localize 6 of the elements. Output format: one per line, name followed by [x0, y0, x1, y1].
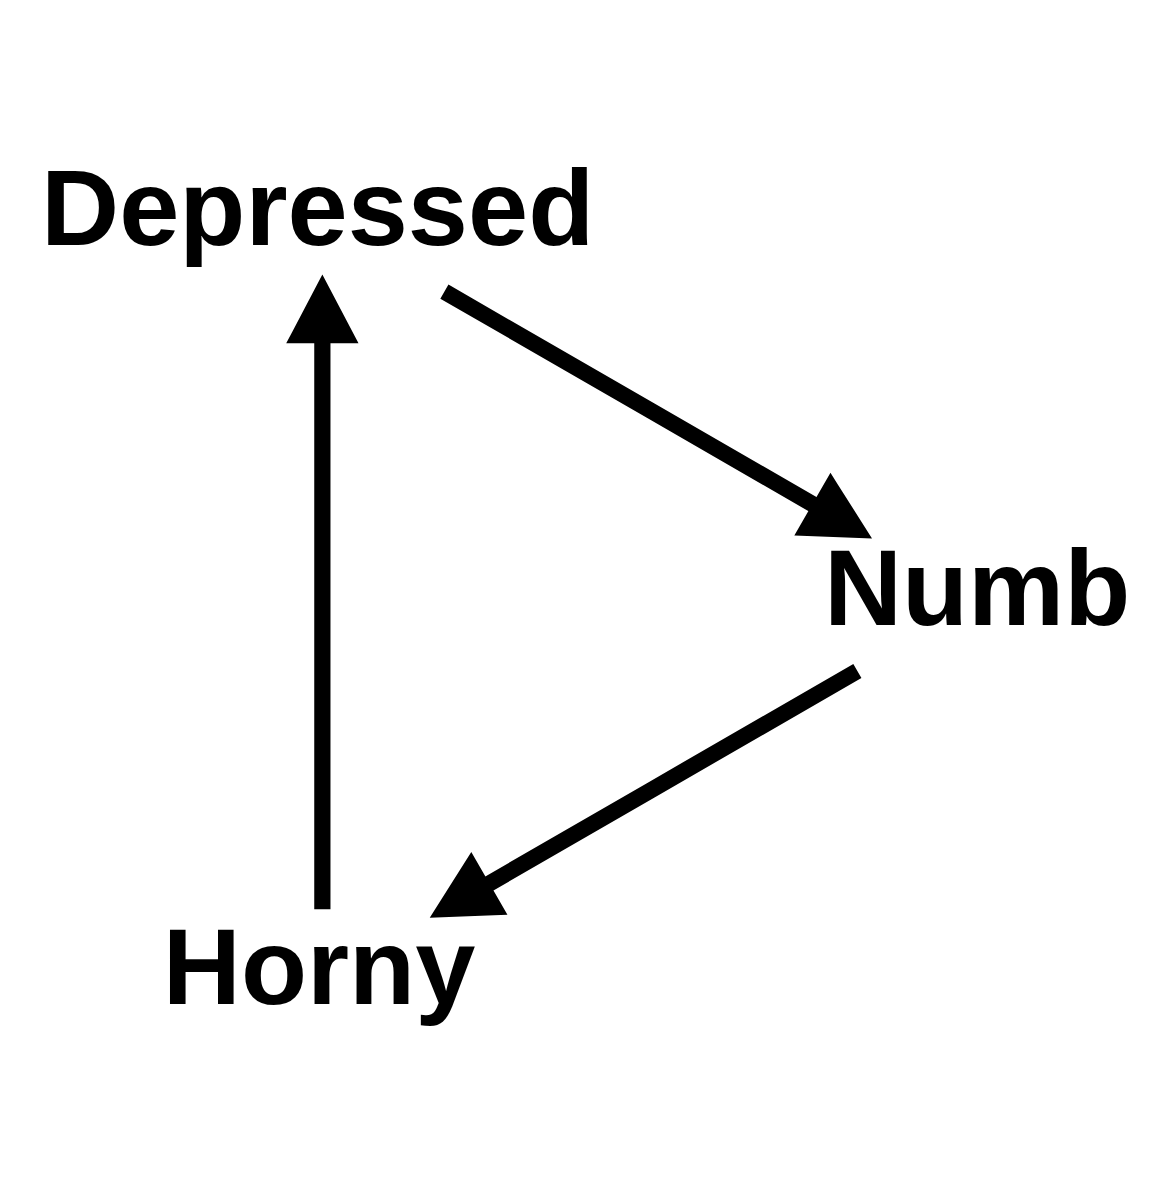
arrow: [429, 663, 862, 918]
node-text: Depressed: [41, 146, 595, 268]
arrow: [286, 274, 359, 909]
node-text: Numb: [823, 526, 1131, 648]
node-text: Horny: [162, 905, 476, 1027]
arrow: [440, 284, 873, 538]
